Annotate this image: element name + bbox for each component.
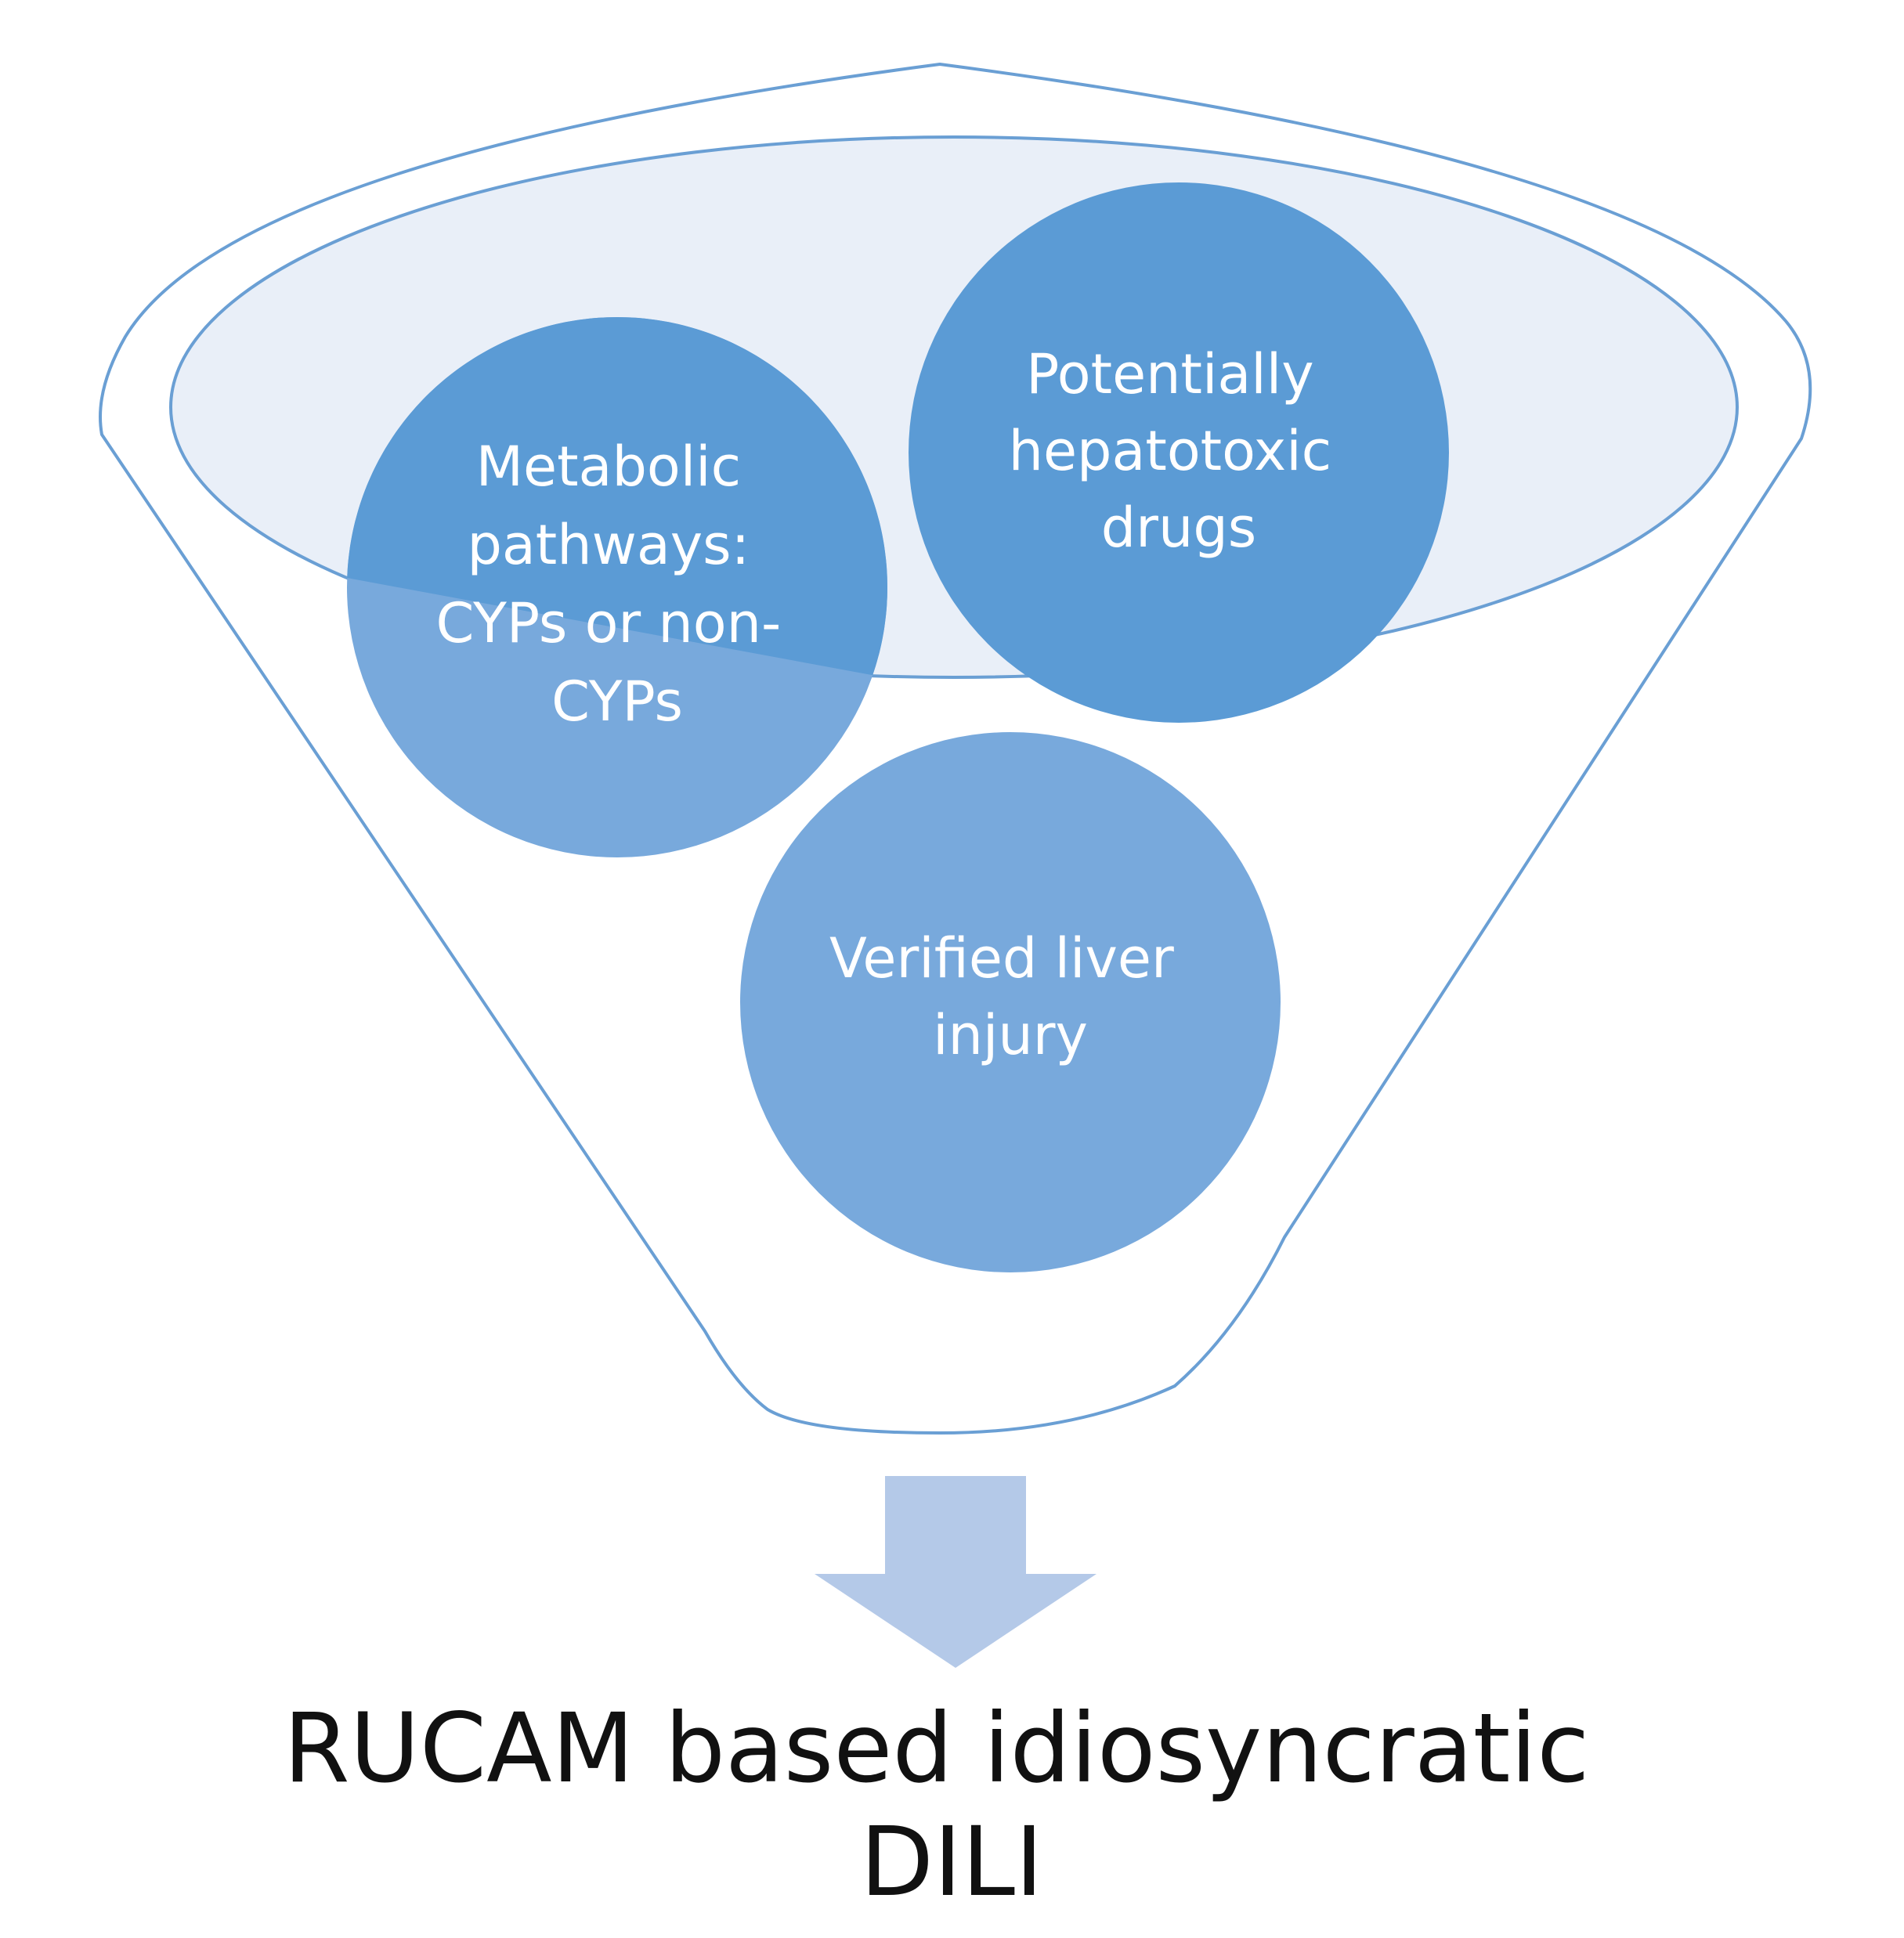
liver-line-1: Verified liver — [829, 926, 1174, 991]
circle-metabolic-pathways — [347, 317, 887, 857]
result-label: RUCAM based idiosyncratic DILI — [284, 1693, 1620, 1918]
result-line-2: DILI — [860, 1806, 1043, 1918]
metabolic-line-3: CYPs or non- — [435, 591, 781, 655]
down-arrow-icon — [815, 1476, 1097, 1668]
circle-potentially-hepatotoxic-drugs — [909, 182, 1449, 723]
circle-metabolic-overlap — [347, 317, 887, 676]
result-line-1: RUCAM based idiosyncratic — [284, 1693, 1590, 1804]
metabolic-line-1: Metabolic — [476, 435, 741, 499]
circle-verified-liver-injury — [740, 732, 1281, 1272]
hepatotoxic-line-1: Potentially — [1026, 342, 1314, 406]
metabolic-pathways-label: Metabolic pathways: CYPs or non- CYPs — [435, 435, 798, 734]
liver-line-2: injury — [933, 1003, 1088, 1067]
hepatotoxic-line-2: hepatotoxic — [1009, 419, 1332, 483]
hepatotoxic-line-3: drugs — [1101, 496, 1256, 560]
hepatotoxic-drugs-label: Potentially hepatotoxic drugs — [1009, 342, 1349, 560]
metabolic-line-2: pathways: — [467, 513, 750, 577]
metabolic-line-4: CYPs — [551, 669, 683, 734]
verified-liver-injury-label: Verified liver injury — [829, 926, 1191, 1067]
